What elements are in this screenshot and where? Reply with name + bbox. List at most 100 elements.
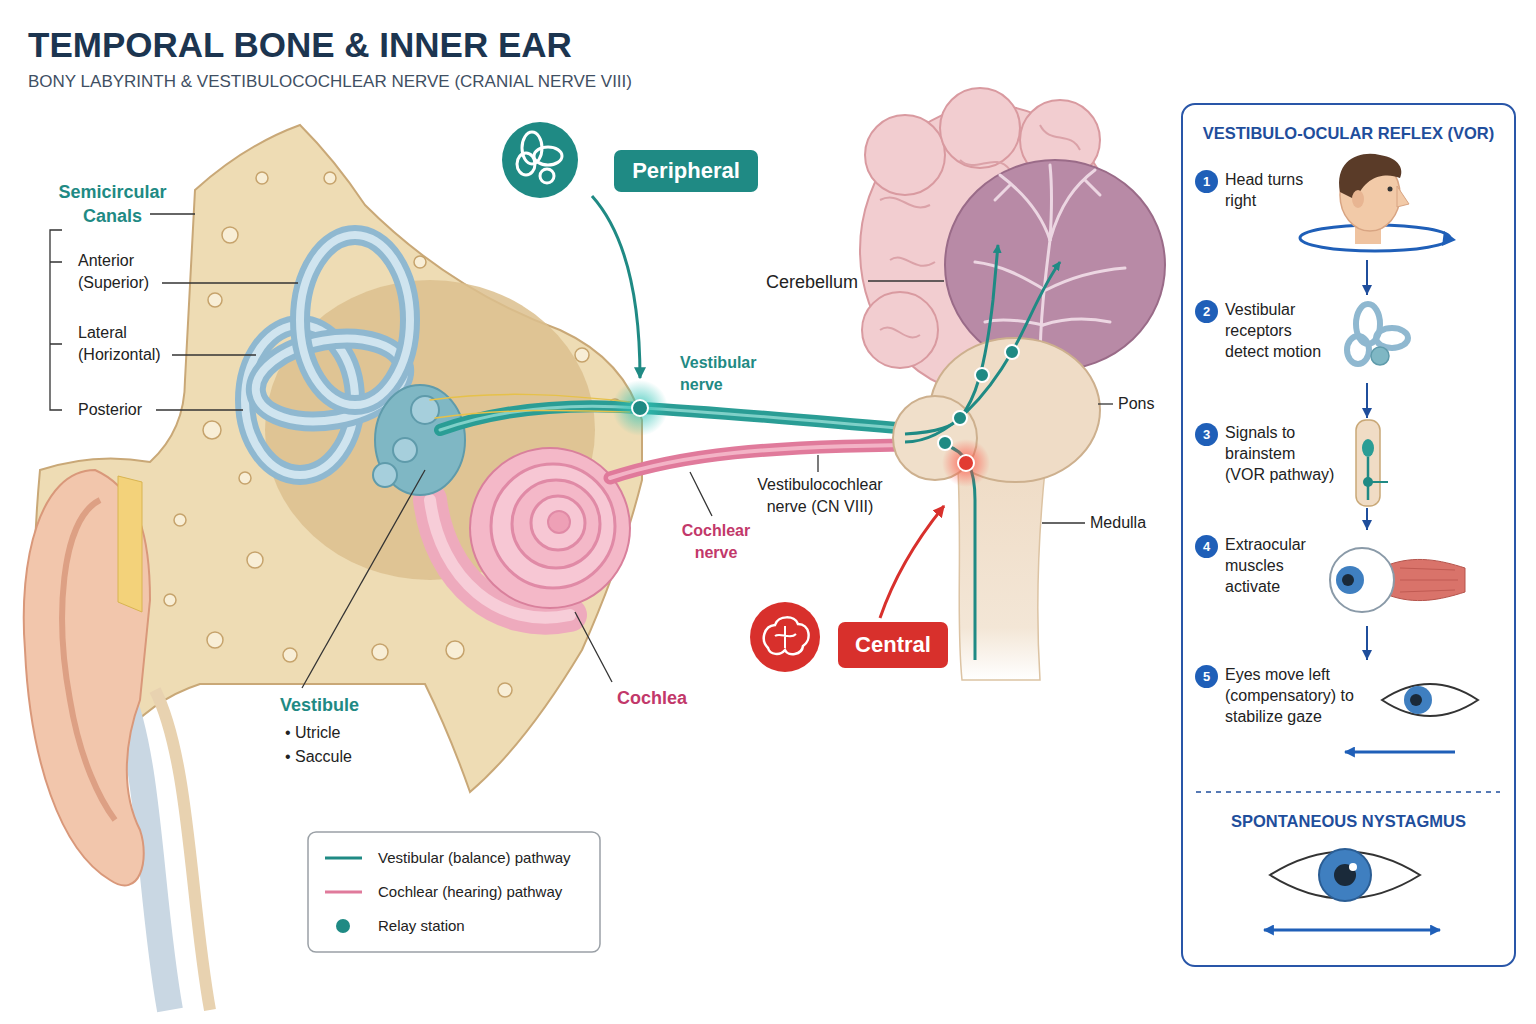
leader-lines-part <box>162 282 298 283</box>
vor-icons-part <box>1356 420 1380 506</box>
vor-icons-part <box>1196 791 1500 793</box>
temporal-bone-part-part <box>283 648 297 662</box>
peripheral-icon-part <box>517 132 562 183</box>
central-icon-part <box>750 602 820 672</box>
vor-icons-part <box>1363 477 1373 487</box>
step-number: 1 <box>1195 170 1218 193</box>
cochlea <box>430 448 630 618</box>
brainstem-part-part <box>953 411 967 425</box>
cochlea-part <box>531 496 585 550</box>
vor-icons-part <box>1339 154 1401 200</box>
subtitle: BONY LABYRINTH & VESTIBULOCOCHLEAR NERVE… <box>28 70 632 93</box>
region-badge: Peripheral <box>614 150 758 192</box>
badge-text: Peripheral <box>632 158 740 184</box>
panel-heading: VESTIBULO-OCULAR REFLEX (VOR) <box>1183 122 1514 144</box>
nerves <box>430 380 945 478</box>
brain-part-part <box>880 328 920 338</box>
peripheral-icon-part-part <box>540 169 554 183</box>
cochlea-part <box>512 480 600 568</box>
legend-box-part <box>336 919 350 933</box>
vor-icons-part <box>1371 347 1389 365</box>
brainstem-part <box>893 396 977 480</box>
brainstem-part <box>905 245 1060 660</box>
vor-icons-part <box>1349 863 1357 871</box>
brainstem-part <box>958 470 1045 680</box>
leader-lines-part <box>575 612 612 682</box>
step-number: 3 <box>1195 423 1218 446</box>
brainstem-part-part <box>905 262 1060 442</box>
temporal-bone-part-part <box>256 172 268 184</box>
temporal-bone-part-part <box>222 227 238 243</box>
brain-part-part <box>890 258 935 266</box>
brainstem-part-part <box>1005 345 1019 359</box>
vor-icons-part <box>1388 187 1393 192</box>
temporal-bone-part-part <box>247 552 263 568</box>
brain-part-part <box>1040 125 1080 150</box>
leader-lines-part <box>817 455 818 472</box>
step-number: 2 <box>1195 300 1218 323</box>
step-number: 5 <box>1195 665 1218 688</box>
brain-part-part <box>1043 319 1110 325</box>
brain-part-part <box>1000 175 1050 240</box>
brain-part-part <box>865 115 945 195</box>
reflex-step: 5 Eyes move left (compensatory) to stabil… <box>1193 660 1505 765</box>
central-icon-part <box>764 617 809 654</box>
vor-icons-part-part <box>1347 336 1369 364</box>
vestibule <box>373 385 465 495</box>
central-icon-part <box>880 506 944 618</box>
reflex-step: 2 Vestibular receptors detect motion <box>1193 295 1505 383</box>
reflex-panel: VESTIBULO-OCULAR REFLEX (VOR) SPONTANEOUS… <box>1181 103 1516 967</box>
step-text: Signals to brainstem (VOR pathway) <box>1225 422 1337 485</box>
legend-text: Cochlear (hearing) pathway <box>378 882 562 902</box>
step-text: Eyes move left (compensatory) to stabili… <box>1225 664 1375 727</box>
flow-arrow <box>1366 626 1368 660</box>
legend-box-part <box>325 891 362 894</box>
nerves-part <box>430 394 630 402</box>
nerves-part <box>440 406 945 432</box>
temporal-bone-part-part <box>414 256 426 268</box>
brainstem-part <box>958 455 974 471</box>
vor-icons-part <box>1404 686 1432 714</box>
brain-part-part <box>985 320 1043 325</box>
temporal-bone-part-part <box>324 172 336 184</box>
nerves-part <box>440 406 945 432</box>
nerves-part <box>632 400 648 416</box>
vor-icons-part <box>1388 559 1465 600</box>
temporal-bone-part-part <box>239 472 251 484</box>
leader-lines-part <box>868 280 944 281</box>
leader-lines-part <box>302 470 425 688</box>
temporal-bone-part-part <box>207 632 223 648</box>
vor-icons-part <box>1410 694 1422 706</box>
brain <box>860 88 1165 395</box>
vor-icons-part <box>1342 574 1354 586</box>
outer-ear-part <box>62 500 115 820</box>
step-text: Vestibular receptors detect motion <box>1225 299 1333 362</box>
nerves-part <box>435 410 630 418</box>
peripheral-icon-part-part <box>534 147 562 165</box>
panel-heading: SPONTANEOUS NYSTAGMUS <box>1183 810 1514 832</box>
legend-box-part <box>325 857 362 860</box>
leader-lines-part <box>690 472 712 516</box>
semicircular-canals-part <box>300 235 410 405</box>
vor-icons-part <box>1347 304 1408 364</box>
cochlea-part <box>491 464 615 588</box>
vor-icons-part <box>1352 190 1364 208</box>
vor-icons-part <box>1264 929 1440 932</box>
nerve-label: Vestibular nerve <box>680 352 772 396</box>
nerve-label: Cochlear nerve <box>668 520 764 564</box>
part-label: Cochlea <box>617 686 687 710</box>
vor-icons-part-part <box>1376 328 1408 348</box>
step-text: Extraocular muscles activate <box>1225 534 1325 597</box>
brain-part-part <box>1085 180 1100 195</box>
peripheral-icon-part-part <box>517 153 535 175</box>
peripheral-icon-part <box>592 196 640 378</box>
brain-part-part <box>862 292 938 368</box>
legend-text: Relay station <box>378 916 465 936</box>
sub-part-label: • Utricle <box>285 722 340 744</box>
temporal-bone-part-part <box>446 641 464 659</box>
temporal-bone-part-part <box>203 421 221 439</box>
title: TEMPORAL BONE & INNER EAR <box>28 24 572 66</box>
vor-icons-part <box>1372 481 1388 483</box>
region-badge: Central <box>838 622 948 668</box>
